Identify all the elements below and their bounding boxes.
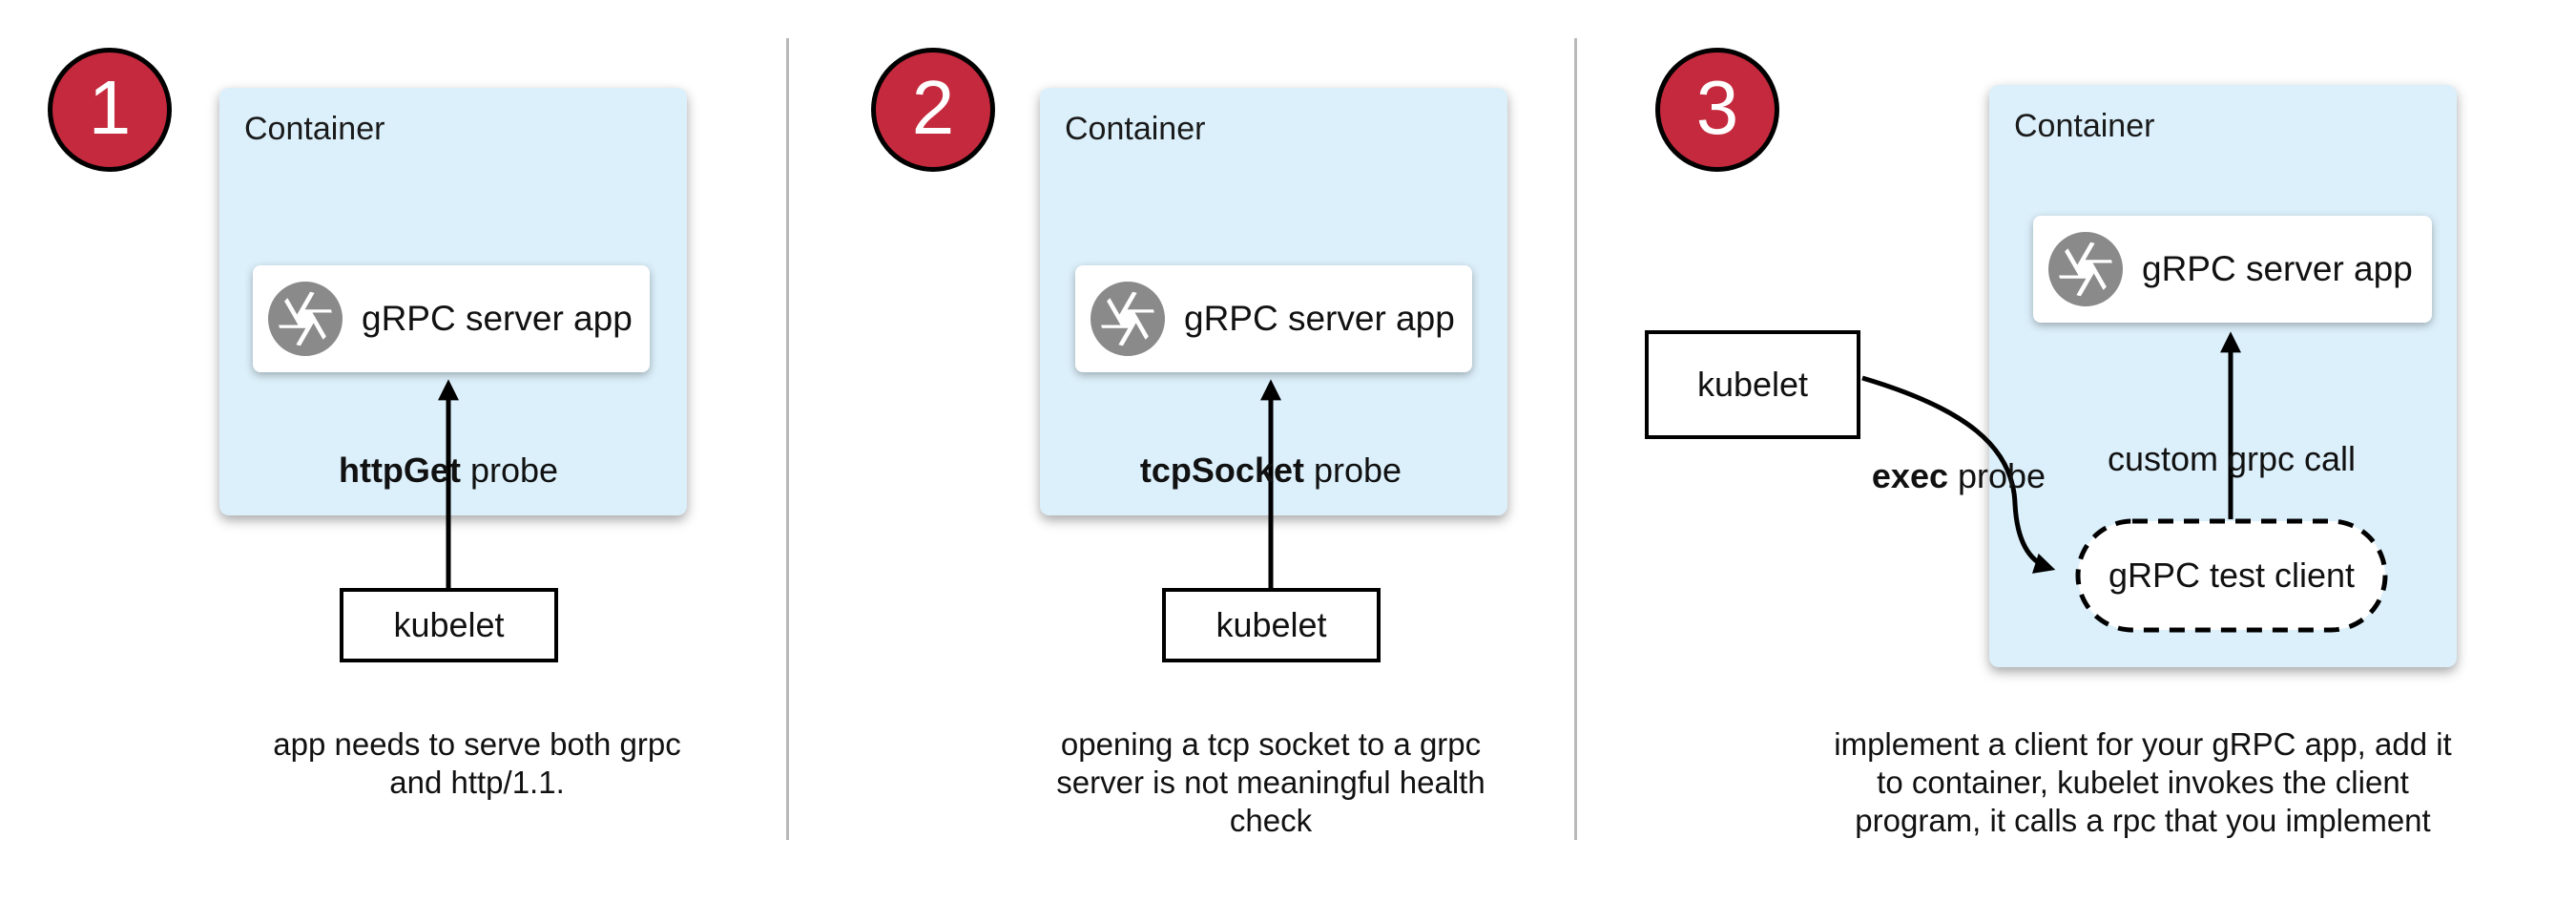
aperture-icon	[1091, 282, 1165, 356]
kubelet-label: kubelet	[1696, 365, 1809, 404]
probe-label-tcpsocket: tcpSocket probe	[1051, 451, 1490, 491]
container-label: Container	[2014, 108, 2155, 144]
app-label: gRPC server app	[362, 299, 633, 338]
step-badge-2: 2	[871, 48, 995, 172]
grpc-server-app-box-1: gRPC server app	[253, 265, 650, 372]
app-label: gRPC server app	[2142, 249, 2413, 288]
container-label: Container	[244, 111, 385, 147]
probe-keyword: exec	[1871, 456, 1948, 495]
aperture-icon	[268, 282, 343, 356]
probe-word: probe	[1303, 451, 1402, 490]
aperture-icon	[2048, 232, 2123, 306]
caption-3: implement a client for your gRPC app, ad…	[1834, 726, 2452, 838]
grpc-server-app-box-3: gRPC server app	[2033, 216, 2432, 323]
probe-word: probe	[1948, 456, 2046, 495]
kubelet-box-3: kubelet	[1645, 330, 1860, 439]
grpc-test-client-label: gRPC test client	[2108, 556, 2356, 595]
step-number: 1	[88, 65, 132, 150]
kubelet-box-1: kubelet	[340, 588, 558, 662]
step-badge-3: 3	[1655, 48, 1779, 172]
grpc-server-app-box-2: gRPC server app	[1075, 265, 1472, 372]
kubelet-label: kubelet	[393, 605, 505, 644]
probe-keyword: httpGet	[338, 451, 461, 490]
panel-divider	[1574, 38, 1577, 840]
container-label: Container	[1065, 111, 1206, 147]
kubelet-label: kubelet	[1215, 605, 1327, 644]
step-number: 2	[911, 65, 955, 150]
panel-divider	[786, 38, 789, 840]
step-badge-1: 1	[48, 48, 172, 172]
probe-word: probe	[460, 451, 559, 490]
probe-label-httpget: httpGet probe	[239, 451, 658, 491]
custom-grpc-call-label: custom grpc call	[2107, 439, 2357, 478]
probe-keyword: tcpSocket	[1139, 451, 1304, 490]
caption-2: opening a tcp socket to a grpc server is…	[1056, 726, 1485, 838]
app-label: gRPC server app	[1184, 299, 1455, 338]
kubelet-box-2: kubelet	[1162, 588, 1381, 662]
step-number: 3	[1695, 65, 1739, 150]
caption-1: app needs to serve both grpc and http/1.…	[273, 726, 681, 800]
